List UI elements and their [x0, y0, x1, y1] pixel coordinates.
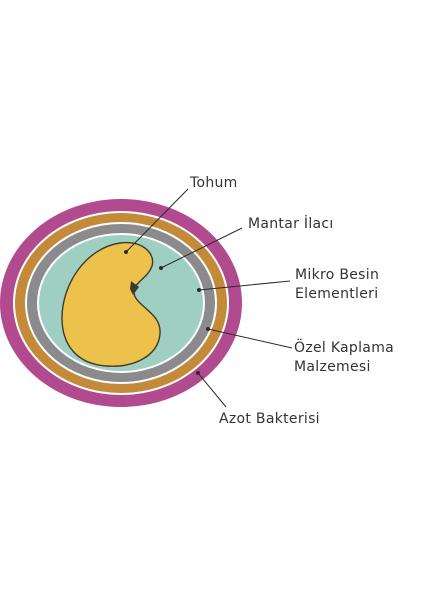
- micronutrient-leader-line: [198, 280, 291, 291]
- coating-leader-line: [207, 328, 293, 349]
- seed-anchor-dot: [124, 250, 128, 254]
- leader-lines: [124, 188, 293, 408]
- seed-hilum: [130, 281, 139, 295]
- seed-leader-line: [125, 188, 189, 253]
- micronutrient-label-line2: Elementleri: [295, 286, 378, 302]
- micronutrient-label-line1: Mikro Besin: [295, 267, 379, 283]
- fungicide-label: Mantar İlacı: [248, 214, 334, 232]
- bacteria-leader-line: [197, 372, 227, 408]
- fungicide-anchor-dot: [159, 266, 163, 270]
- bacteria-label: Azot Bakterisi: [219, 411, 320, 427]
- seed-cross-section: [0, 199, 242, 407]
- coating-label-line2: Malzemesi: [294, 359, 371, 375]
- coating-anchor-dot: [206, 327, 210, 331]
- layer-labels: Tohum Mantar İlacı Mikro Besin Elementle…: [189, 175, 394, 427]
- seed-label: Tohum: [189, 175, 238, 191]
- bacteria-anchor-dot: [196, 371, 200, 375]
- fungicide-leader-line: [160, 227, 243, 269]
- seed-kernel: [61, 241, 161, 367]
- coating-label-line1: Özel Kaplama: [294, 338, 394, 356]
- micronutrient-anchor-dot: [197, 288, 201, 292]
